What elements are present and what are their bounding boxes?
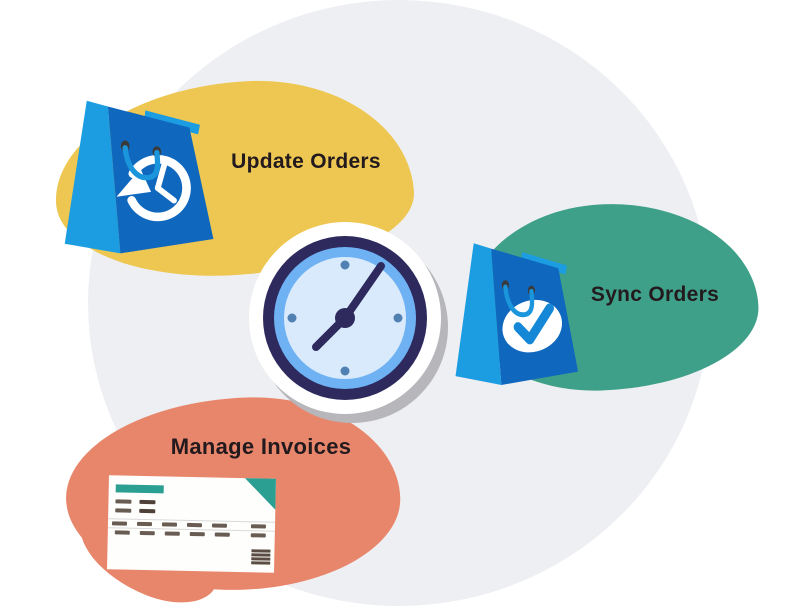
update-orders-label: Update Orders [231, 150, 381, 173]
bag-side-panel [64, 100, 121, 254]
sync-orders-bag-icon [455, 243, 579, 385]
invoice-row-dash [139, 530, 155, 536]
invoice-row-dash [114, 530, 130, 535]
invoice-icon [107, 475, 276, 573]
bag-handle [122, 145, 161, 181]
invoice-row-dash [250, 524, 267, 529]
invoice-address-dash [139, 508, 156, 514]
clock-hour-marks [287, 260, 403, 376]
invoice-row-dash [250, 533, 266, 538]
sync-orders-label: Sync Orders [590, 283, 720, 306]
clock-icon [249, 222, 448, 423]
invoice-row-dash [189, 531, 205, 537]
invoice-title-bar [115, 484, 164, 494]
invoice-address-dash [139, 499, 156, 505]
invoice-address-dash [115, 499, 132, 504]
invoice-row-dash [211, 523, 228, 528]
bag-side-panel [455, 243, 502, 385]
invoice-row-dash [136, 521, 153, 527]
invoice-row-dash [111, 521, 128, 526]
invoice-address-dash [115, 508, 132, 513]
invoice-row-dash [161, 522, 178, 527]
bag-handle [503, 284, 535, 318]
invoice-row-dash [164, 531, 180, 536]
invoice-row-dash [186, 522, 203, 528]
manage-invoices-label: Manage Invoices [170, 434, 352, 459]
update-orders-bag-icon [64, 100, 214, 254]
clock-center-dot [335, 308, 355, 328]
invoice-corner-fold [244, 478, 276, 510]
clock-minute-hand [341, 262, 385, 322]
invoice-row-dash [214, 532, 230, 537]
